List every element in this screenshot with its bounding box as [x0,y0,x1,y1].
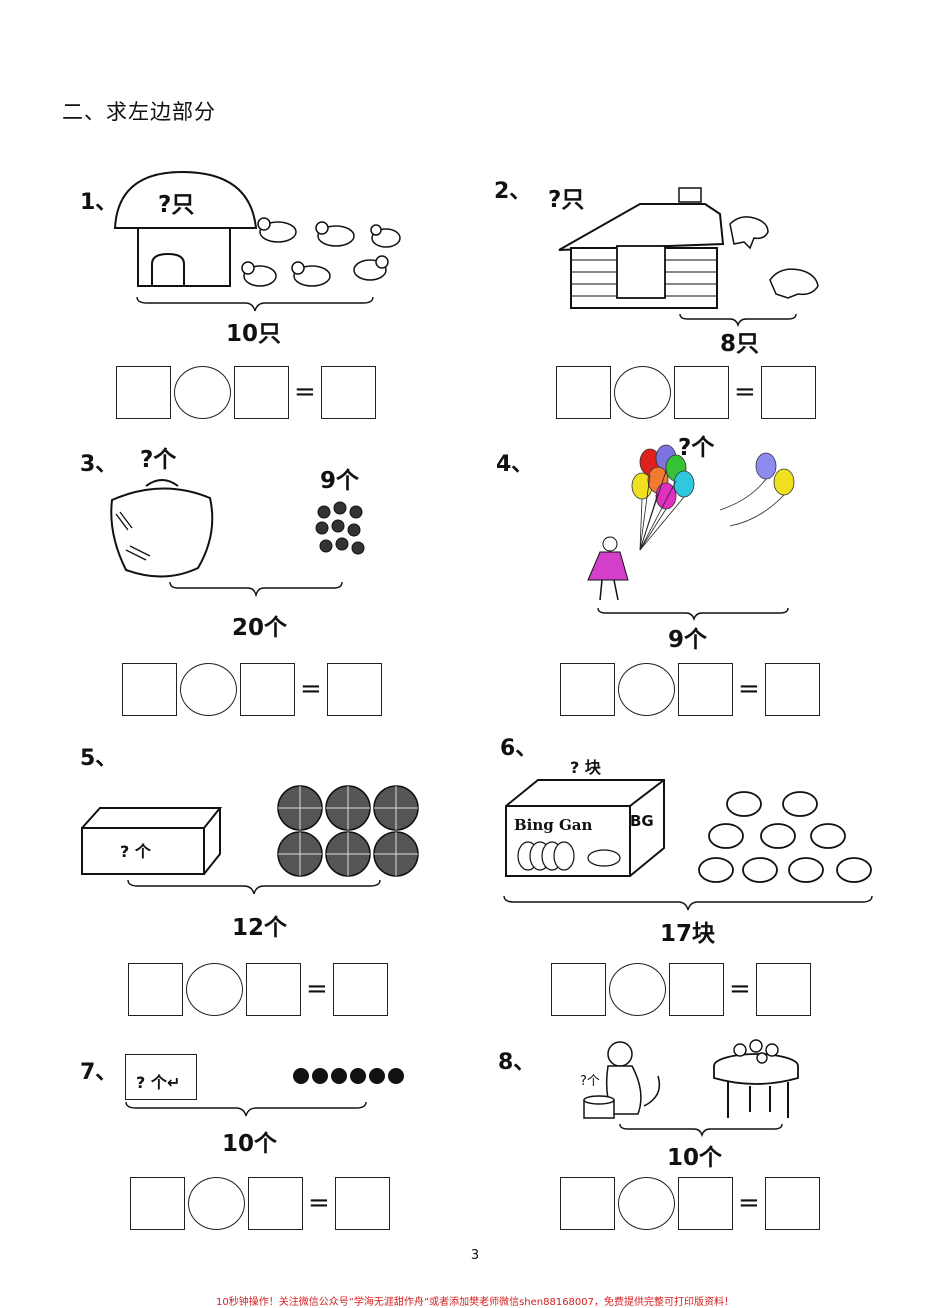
mushrooms-illustration [315,501,365,555]
answer-box-2[interactable] [246,962,301,1016]
basketballs-illustration [277,785,419,877]
result-box[interactable] [764,662,820,716]
result-box[interactable] [764,1176,820,1230]
mushroom-house-illustration [113,170,258,287]
answer-box-2[interactable] [234,365,289,419]
problem-6-number: 6、 [500,736,538,761]
problem-5-brace [127,879,381,895]
problem-7-total: 10个 [222,1131,278,1157]
problem-5-equation: = [128,961,388,1017]
biscuit-box-illustration [505,779,665,877]
monkey-table-illustration [583,1039,799,1119]
equals-sign: = [300,674,322,704]
dog-house-illustration [558,187,819,309]
answer-box-1[interactable] [551,962,606,1016]
answer-box-1[interactable] [556,365,611,419]
operator-circle[interactable] [618,1176,675,1230]
answer-box-1[interactable] [116,365,171,419]
result-box[interactable] [760,365,816,419]
answer-box-1[interactable] [560,662,615,716]
equals-sign: = [734,377,756,407]
biscuit-box-label: Bing Gan [514,816,593,834]
dots-illustration [293,1068,404,1084]
problem-7-question: ? 个↵ [136,1073,181,1092]
problem-6-total: 17块 [660,921,716,947]
problem-2-equation: = [556,364,816,420]
problem-5-question: ? 个 [120,842,151,861]
problem-4-total: 9个 [668,627,708,653]
answer-box-1[interactable] [130,1176,185,1230]
problem-5-total: 12个 [232,915,288,941]
problem-2-total: 8只 [720,331,760,357]
box-illustration [81,807,223,875]
problem-6-equation: = [551,961,811,1017]
answer-box-2[interactable] [678,662,733,716]
operator-circle[interactable] [188,1176,245,1230]
problem-7-frame [125,1054,197,1100]
operator-circle[interactable] [609,962,666,1016]
answer-box-2[interactable] [248,1176,303,1230]
basket-illustration [110,479,214,578]
problem-2-brace [679,313,797,328]
equals-sign: = [738,1188,760,1218]
problem-7-number: 7、 [80,1060,118,1085]
equals-sign: = [308,1188,330,1218]
problem-7-equation: = [130,1175,390,1231]
problem-3-total: 20个 [232,615,288,641]
problem-3-question: ?个 [140,447,177,473]
result-box[interactable] [755,962,811,1016]
biscuits-illustration [698,791,872,883]
answer-box-1[interactable] [122,662,177,716]
operator-circle[interactable] [186,962,243,1016]
problem-4-question: ?个 [678,435,715,461]
problem-8-total: 10个 [667,1145,723,1171]
equals-sign: = [729,974,751,1004]
problem-4-number: 4、 [496,452,534,477]
problem-3-known: 9个 [320,468,360,494]
page-number: 3 [470,1248,480,1263]
problem-1-number: 1、 [80,190,118,215]
answer-box-2[interactable] [240,662,295,716]
problem-2-question: ?只 [548,187,585,213]
equals-sign: = [306,974,328,1004]
result-box[interactable] [334,1176,390,1230]
answer-box-2[interactable] [674,365,729,419]
footer-note: 10秒钟操作！关注微信公众号“学海无涯甜作舟”或者添加樊老师微信shen8816… [215,1297,735,1308]
operator-circle[interactable] [614,365,671,419]
problem-3-brace [169,581,343,598]
biscuit-box-side-label: BG [630,812,654,830]
balloons-girl-illustration [587,444,795,601]
answer-box-1[interactable] [128,962,183,1016]
result-box[interactable] [332,962,388,1016]
problem-1-equation: = [116,364,376,420]
equals-sign: = [294,377,316,407]
problem-8-question: ?个 [580,1074,600,1089]
problem-6-brace [503,895,873,911]
result-box[interactable] [326,662,382,716]
problem-7-brace [125,1101,367,1117]
problem-1-brace [136,296,374,312]
equals-sign: = [738,674,760,704]
operator-circle[interactable] [618,662,675,716]
problem-3-equation: = [122,661,382,717]
answer-box-1[interactable] [560,1176,615,1230]
problem-2-number: 2、 [494,179,532,204]
problem-3-number: 3、 [80,452,118,477]
problem-1-question: ?只 [158,192,195,218]
answer-box-2[interactable] [669,962,724,1016]
problem-1-total: 10只 [226,321,282,347]
problem-5-number: 5、 [80,746,118,771]
problem-8-number: 8、 [498,1050,536,1075]
operator-circle[interactable] [174,365,231,419]
section-title: 二、求左边部分 [62,100,216,124]
operator-circle[interactable] [180,662,237,716]
problem-4-brace [597,607,789,622]
chicks-illustration [241,217,401,287]
result-box[interactable] [320,365,376,419]
problem-8-brace [619,1123,783,1138]
problem-6-question: ? 块 [570,758,601,777]
problem-8-equation: = [560,1175,820,1231]
answer-box-2[interactable] [678,1176,733,1230]
problem-4-equation: = [560,661,820,717]
